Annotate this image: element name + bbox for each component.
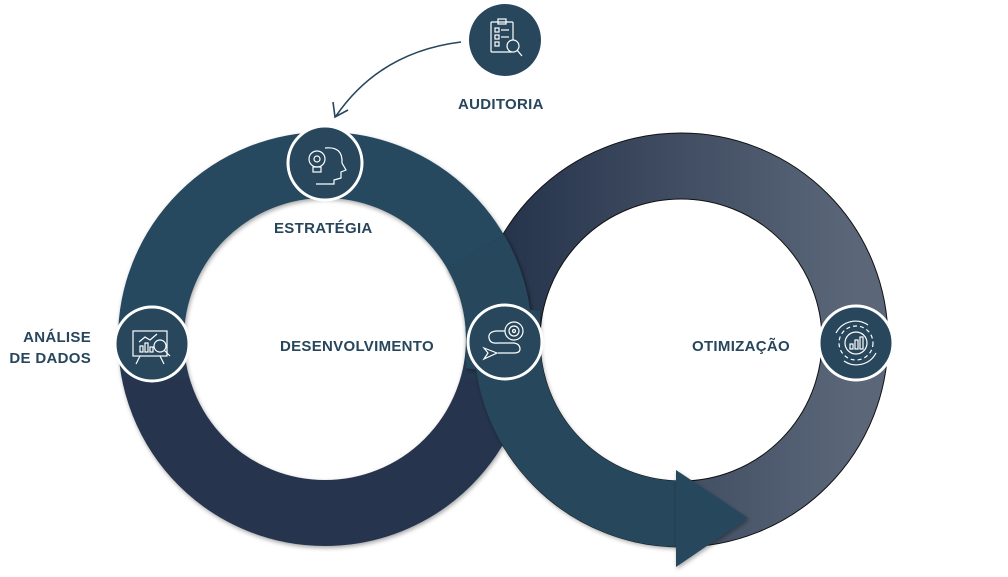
otimizacao-label: OTIMIZAÇÃO <box>692 338 790 355</box>
clipboard-search-icon <box>490 18 523 57</box>
chart-presentation-search-icon <box>132 330 171 365</box>
analise-label-line1: ANÁLISE <box>23 329 91 346</box>
target-path-icon <box>482 321 524 361</box>
flow-arrowhead <box>676 470 748 567</box>
gear-chart-cycle-icon <box>835 320 877 366</box>
otimizacao-icon-circle <box>817 304 895 382</box>
auditoria-arrow <box>335 41 462 117</box>
desenvolvimento-icon-circle <box>466 303 544 381</box>
estrategia-label: ESTRATÉGIA <box>274 220 373 237</box>
analise-icon-circle <box>113 305 191 383</box>
analise-label: ANÁLISE DE DADOS <box>0 327 91 369</box>
lightbulb-head-icon <box>308 147 347 185</box>
auditoria-label: AUDITORIA <box>458 96 544 113</box>
analise-label-line2: DE DADOS <box>9 350 91 367</box>
estrategia-icon-circle <box>286 124 364 202</box>
auditoria-icon-circle <box>469 4 541 76</box>
flow-band <box>446 235 682 547</box>
desenvolvimento-label: DESENVOLVIMENTO <box>280 338 434 355</box>
